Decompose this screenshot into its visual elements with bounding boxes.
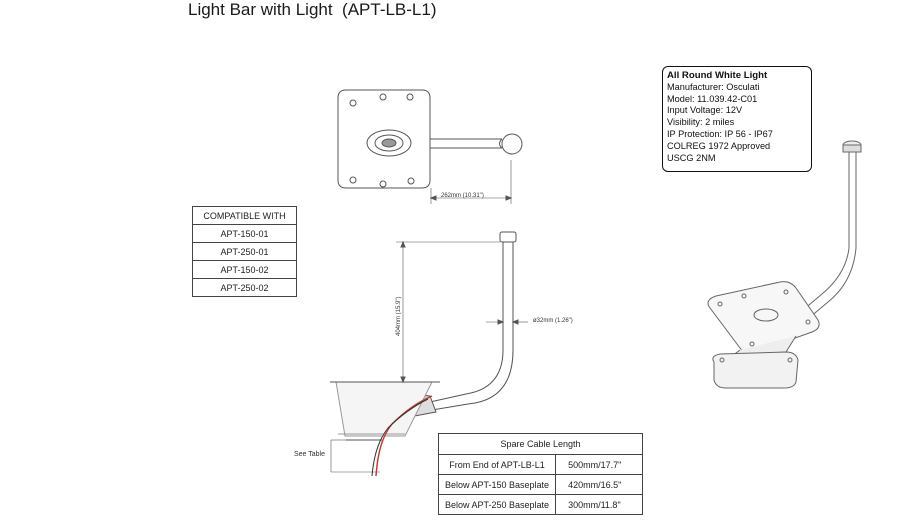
arm-length-dimension: 262mm (10.31") <box>441 193 484 199</box>
light-spec-heading: All Round White Light <box>667 70 768 81</box>
light-spec-line: COLREG 1972 Approved <box>667 140 771 151</box>
table-row: Below APT-250 Baseplate 300mm/11.8" <box>437 494 644 515</box>
compatible-header: COMPATIBLE WITH <box>192 206 297 225</box>
isometric-view-drawing <box>707 140 862 389</box>
compatible-item: APT-250-02 <box>192 278 297 297</box>
page-title: Light Bar with Light (APT-LB-L1) <box>188 0 437 19</box>
spare-cable-value: 420mm/16.5" <box>555 474 644 495</box>
spare-cable-label: From End of APT-LB-L1 <box>437 454 557 475</box>
diameter-dimension: ø32mm (1.26") <box>533 318 573 324</box>
compatible-with-table: COMPATIBLE WITH APT-150-01 APT-250-01 AP… <box>192 206 297 297</box>
light-spec-line: Visibility: 2 miles <box>667 117 735 128</box>
spare-cable-value: 500mm/17.7" <box>555 454 644 475</box>
compatible-item: APT-250-01 <box>192 242 297 261</box>
compatible-item: APT-150-01 <box>192 224 297 243</box>
top-view-drawing <box>337 89 523 204</box>
side-view-drawing <box>330 231 528 473</box>
light-spec-line: Input Voltage: 12V <box>667 105 743 116</box>
table-row: Below APT-150 Baseplate 420mm/16.5" <box>437 474 644 495</box>
spare-cable-value: 300mm/11.8" <box>555 494 644 515</box>
light-spec-line: Manufacturer: Osculati <box>667 81 760 92</box>
see-table-label: See Table <box>294 451 326 458</box>
spare-cable-label: Below APT-150 Baseplate <box>437 474 557 495</box>
compatible-item: APT-150-02 <box>192 260 297 279</box>
spare-cable-label: Below APT-250 Baseplate <box>437 494 557 515</box>
spare-cable-table: Spare Cable Length From End of APT-LB-L1… <box>437 433 644 515</box>
light-spec-line: IP Protection: IP 56 - IP67 <box>667 128 773 139</box>
light-spec-line: USCG 2NM <box>667 152 716 163</box>
cable-black <box>371 398 429 477</box>
light-spec-line: Model: 11.039.42-C01 <box>667 93 758 104</box>
spare-cable-header: Spare Cable Length <box>437 433 644 455</box>
height-dimension: 404mm (15.9") <box>396 297 402 336</box>
light-spec-box: All Round White Light Manufacturer: Oscu… <box>662 66 812 172</box>
table-row: From End of APT-LB-L1 500mm/17.7" <box>437 454 644 475</box>
